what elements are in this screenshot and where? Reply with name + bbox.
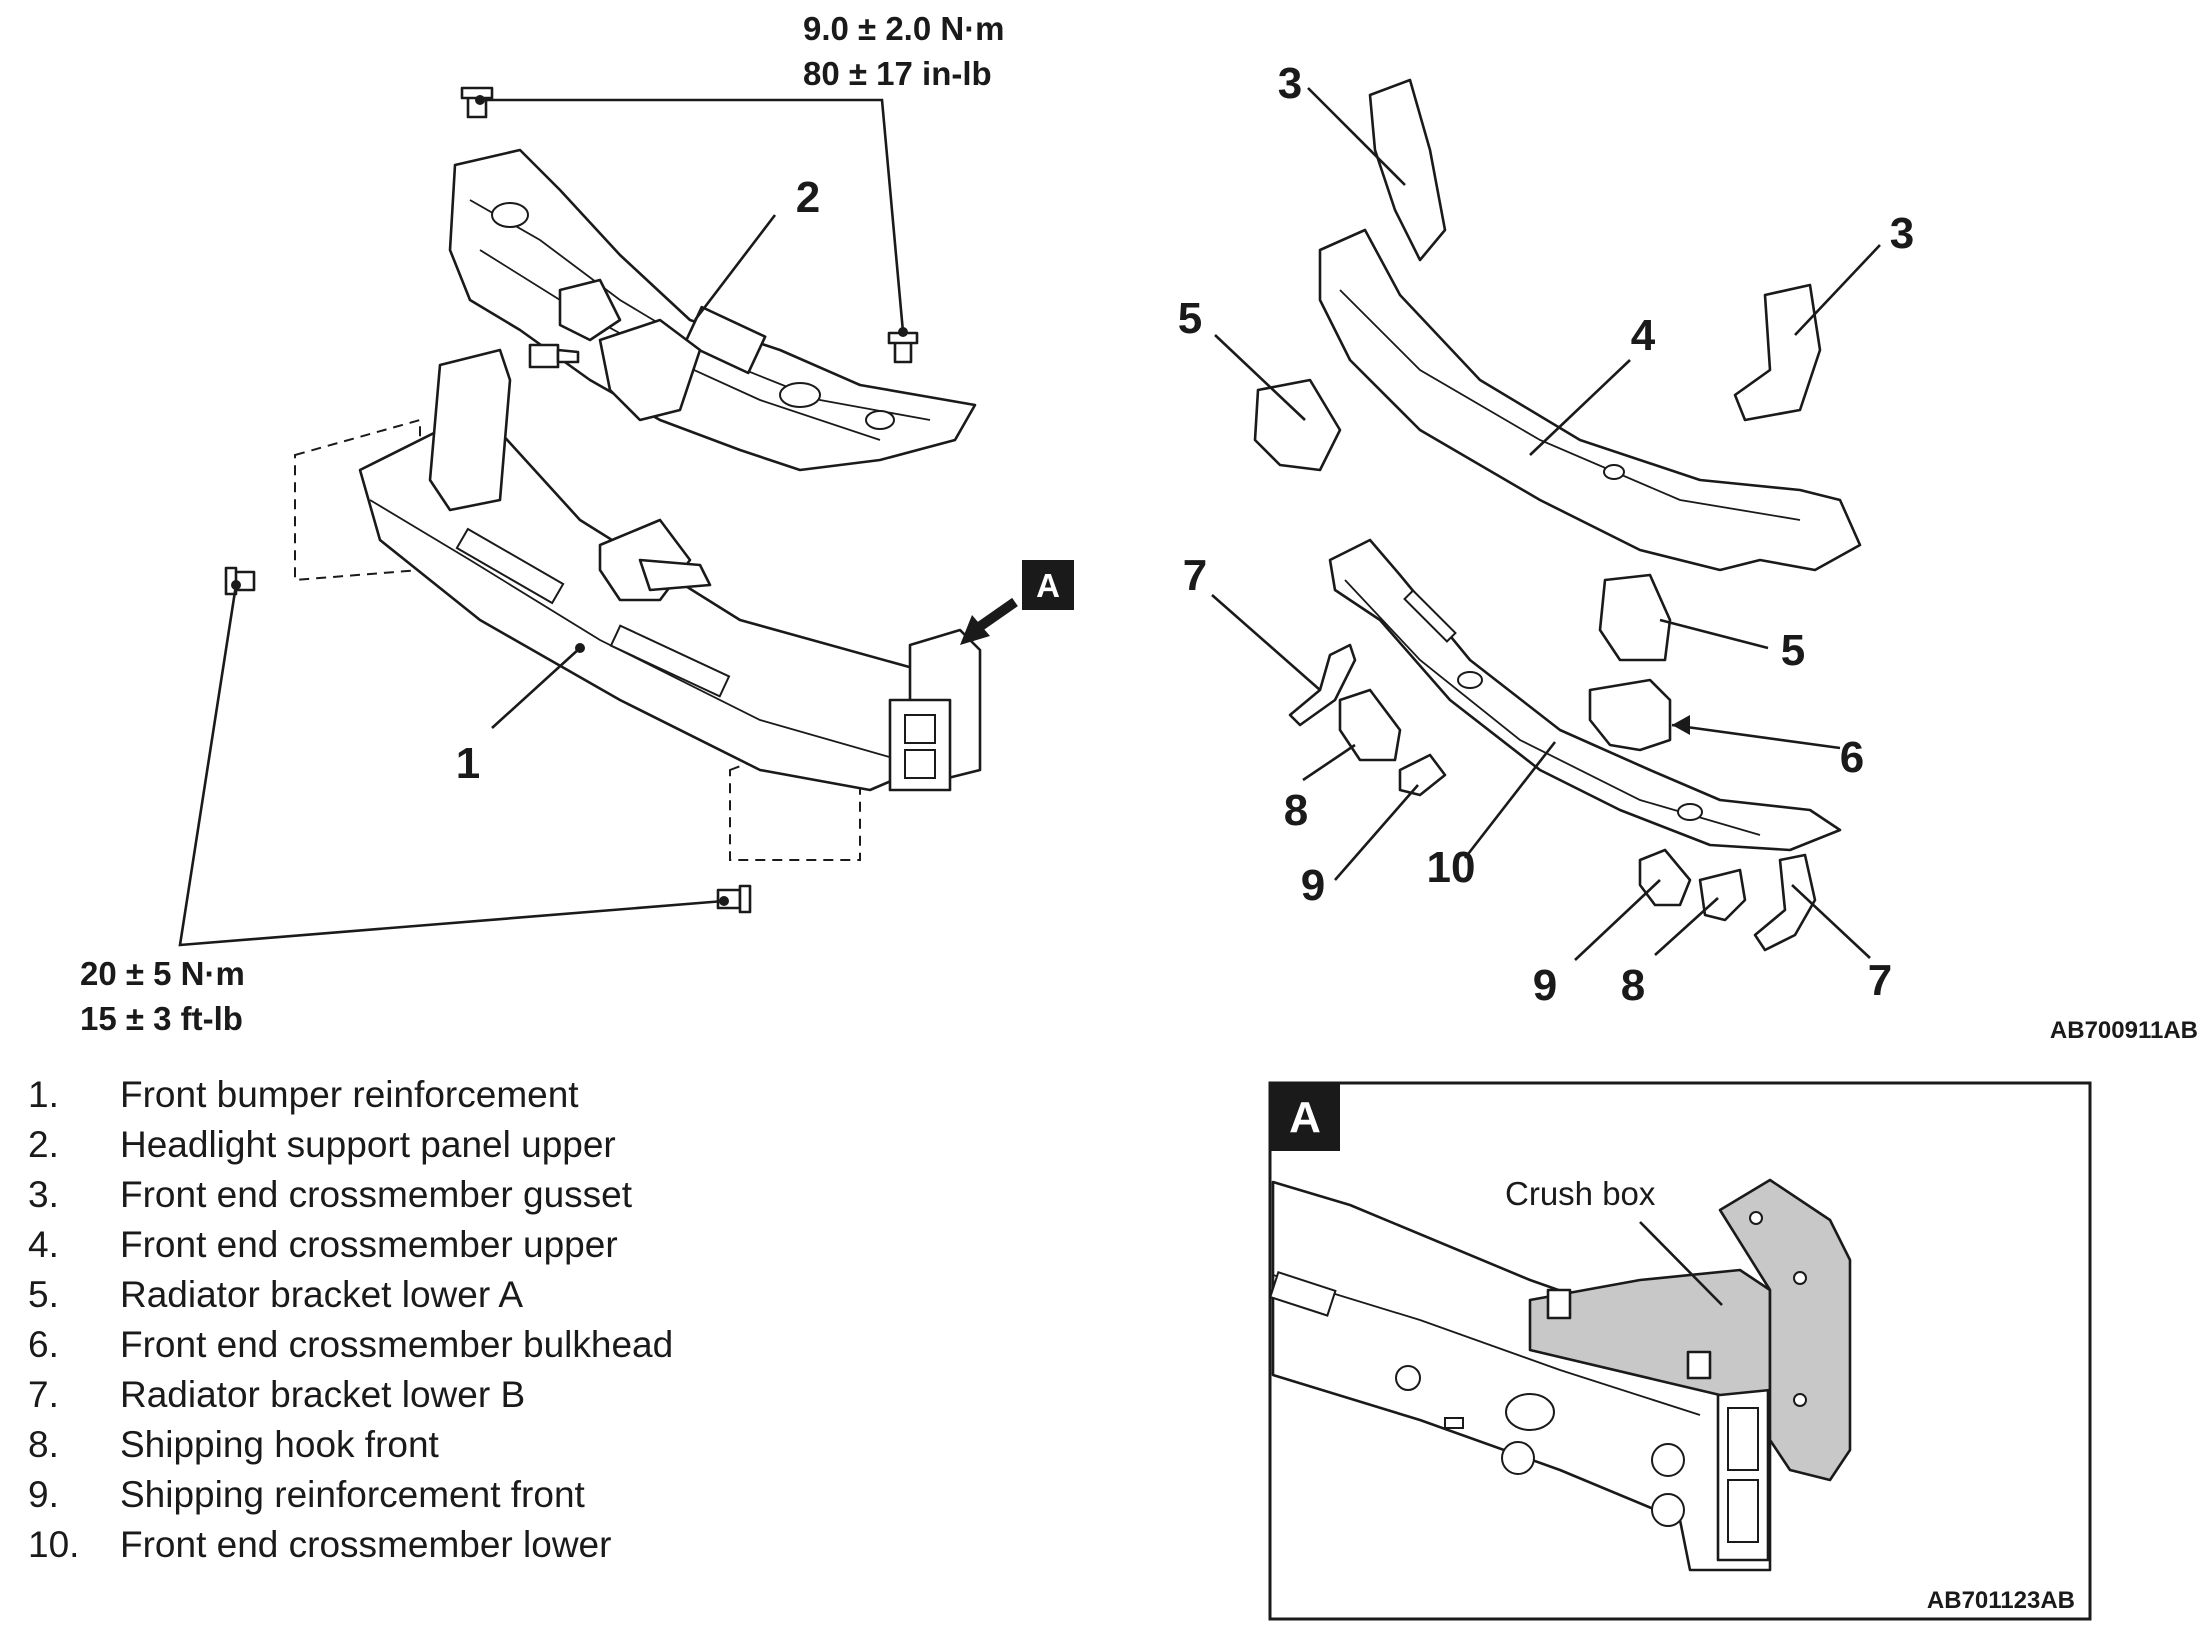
- figure-code-detail: AB701123AB: [1927, 1587, 2075, 1614]
- legend-item: 5. Radiator bracket lower A: [28, 1270, 673, 1320]
- gusset-upper-drawing: [1368, 78, 1447, 262]
- legend-label: Front end crossmember lower: [120, 1524, 612, 1565]
- legend-number: 7.: [28, 1374, 59, 1415]
- legend-label: Front end crossmember gusset: [120, 1174, 633, 1215]
- callout-4: 4: [1631, 311, 1656, 360]
- legend-item: 6. Front end crossmember bulkhead: [28, 1320, 673, 1370]
- torque-upper-line1: 9.0 ± 2.0 N·m: [803, 10, 1005, 47]
- legend-label: Front end crossmember upper: [120, 1224, 618, 1265]
- legend-label: Shipping reinforcement front: [120, 1474, 585, 1515]
- callout-5b: 5: [1781, 626, 1805, 675]
- shipping-reinforcement-left-drawing: [1398, 753, 1447, 797]
- bulkhead-drawing: [1588, 678, 1672, 752]
- legend-number: 1.: [28, 1074, 59, 1115]
- callout-7a: 7: [1183, 551, 1207, 600]
- legend-label: Radiator bracket lower B: [120, 1374, 526, 1415]
- legend-item: 9. Shipping reinforcement front: [28, 1470, 673, 1520]
- callout-7b: 7: [1868, 956, 1892, 1005]
- callout-6: 6: [1840, 733, 1864, 782]
- legend-label: Front end crossmember bulkhead: [120, 1324, 674, 1365]
- legend-number: 2.: [28, 1124, 59, 1165]
- shipping-hook-right-drawing: [1698, 868, 1747, 922]
- shipping-reinforcement-right-drawing: [1638, 848, 1692, 907]
- torque-lower-line1: 20 ± 5 N·m: [80, 955, 245, 992]
- gusset-right-drawing: [1733, 283, 1822, 422]
- torque-upper-line2: 80 ± 17 in-lb: [803, 55, 992, 92]
- callout-8a: 8: [1284, 786, 1308, 835]
- headlight-support-panel-upper-drawing: [448, 148, 977, 472]
- radiator-bracket-b-right-drawing: [1753, 853, 1817, 952]
- torque-lower-line2: 15 ± 3 ft-lb: [80, 1000, 243, 1037]
- radiator-bracket-b-left-drawing: [1288, 643, 1357, 727]
- detail-view-a: A Crush box AB701123AB: [1268, 1081, 2092, 1621]
- upper-bolts: [460, 86, 919, 369]
- legend-item: 4. Front end crossmember upper: [28, 1220, 673, 1270]
- callout-1: 1: [456, 739, 480, 788]
- legend-number: 6.: [28, 1324, 59, 1365]
- figure-code-main: AB700911AB: [2050, 1017, 2198, 1044]
- front-bumper-reinforcement-drawing: [294, 348, 982, 861]
- legend-item: 7. Radiator bracket lower B: [28, 1370, 673, 1420]
- crossmember-lower-drawing: [1328, 538, 1842, 852]
- legend-number: 5.: [28, 1274, 59, 1315]
- legend-number: 9.: [28, 1474, 59, 1515]
- legend-item: 1. Front bumper reinforcement: [28, 1070, 673, 1120]
- legend-number: 10.: [28, 1524, 80, 1565]
- callout-10: 10: [1427, 843, 1476, 892]
- callout-2: 2: [796, 173, 820, 222]
- detail-view-a-label: A: [1289, 1093, 1321, 1142]
- legend-label: Shipping hook front: [120, 1424, 439, 1465]
- legend-number: 3.: [28, 1174, 59, 1215]
- radiator-bracket-a-left-drawing: [1253, 378, 1342, 472]
- callout-8b: 8: [1621, 961, 1645, 1010]
- view-a-marker-label: A: [1036, 567, 1060, 604]
- callout-9a: 9: [1301, 861, 1325, 910]
- parts-legend: 1. Front bumper reinforcement 2. Headlight…: [28, 1070, 673, 1570]
- callout-5a: 5: [1178, 294, 1202, 343]
- legend-label: Radiator bracket lower A: [120, 1274, 524, 1315]
- legend-item: 3. Front end crossmember gusset: [28, 1170, 673, 1220]
- legend-item: 2. Headlight support panel upper: [28, 1120, 673, 1170]
- legend-item: 8. Shipping hook front: [28, 1420, 673, 1470]
- crush-box-label: Crush box: [1505, 1175, 1656, 1212]
- callout-3a: 3: [1278, 59, 1302, 108]
- callout-9b: 9: [1533, 961, 1557, 1010]
- shipping-hook-left-drawing: [1338, 688, 1402, 762]
- legend-label: Headlight support panel upper: [120, 1124, 616, 1165]
- legend-item: 10. Front end crossmember lower: [28, 1520, 673, 1570]
- legend-number: 4.: [28, 1224, 59, 1265]
- view-a-marker: A: [960, 560, 1074, 645]
- radiator-bracket-a-right-drawing: [1598, 573, 1672, 662]
- legend-label: Front bumper reinforcement: [120, 1074, 579, 1115]
- crossmember-upper-drawing: [1318, 228, 1862, 572]
- legend-number: 8.: [28, 1424, 59, 1465]
- callout-3b: 3: [1890, 209, 1914, 258]
- lower-bolts: [178, 566, 752, 947]
